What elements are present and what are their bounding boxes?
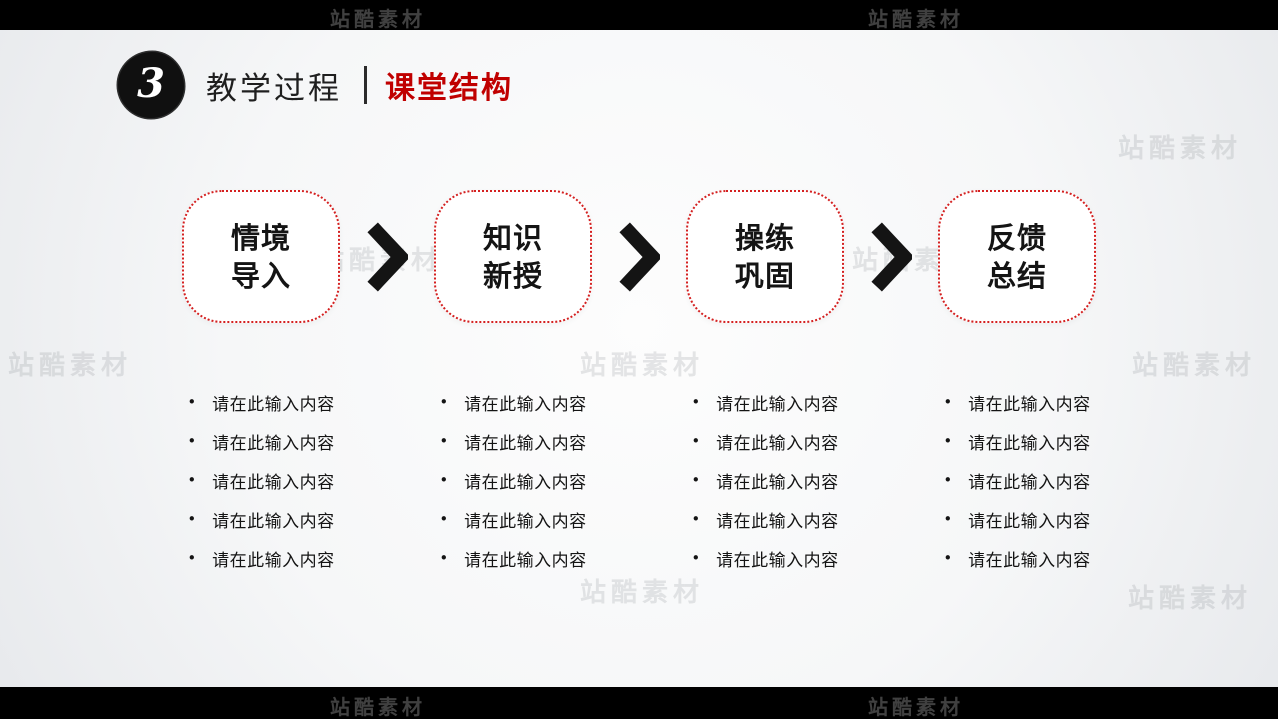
bullet-dot: • (187, 392, 197, 411)
bullet-dot: • (187, 431, 197, 450)
page-subtitle: 课堂结构 (385, 71, 513, 106)
bullet-dot: • (691, 392, 701, 411)
watermark: 站酷素材 (330, 695, 426, 719)
bullet-text: 请在此输入内容 (968, 473, 1091, 493)
list-item: • 请在此输入内容 (891, 500, 1143, 539)
list-item: • 请在此输入内容 (891, 539, 1143, 578)
bullet-text: 请在此输入内容 (464, 395, 587, 415)
bullet-dot: • (691, 548, 701, 567)
bullet-dot: • (439, 548, 449, 567)
bullet-dot: • (943, 470, 953, 489)
list-item: • 请在此输入内容 (135, 383, 387, 422)
bullet-dot: • (943, 431, 953, 450)
bullet-dot: • (439, 431, 449, 450)
list-item: • 请在此输入内容 (891, 461, 1143, 500)
bullet-dot: • (943, 548, 953, 567)
list-item: • 请在此输入内容 (639, 539, 891, 578)
bullet-text: 请在此输入内容 (968, 512, 1091, 532)
flow-step-label: 操练 (734, 220, 795, 255)
bullet-text: 请在此输入内容 (212, 395, 335, 415)
list-item: • 请在此输入内容 (639, 500, 891, 539)
flow-step-label: 导入 (230, 258, 291, 293)
bullet-column-3: • 请在此输入内容 • 请在此输入内容 • 请在此输入内容 • 请在此输入内容 … (639, 383, 891, 578)
flow-step-label: 巩固 (734, 258, 795, 293)
bullet-text: 请在此输入内容 (968, 551, 1091, 571)
bullet-text: 请在此输入内容 (464, 434, 587, 454)
flow-step-label: 知识 (482, 220, 543, 255)
slide-header: 3 教学过程 课堂结构 (118, 52, 1278, 118)
watermark: 站酷素材 (868, 7, 964, 31)
slide-content: 3 教学过程 课堂结构 情境 导入 知识 新授 (0, 30, 1278, 687)
bullet-dot: • (439, 509, 449, 528)
bullet-text: 请在此输入内容 (212, 434, 335, 454)
bullet-column-1: • 请在此输入内容 • 请在此输入内容 • 请在此输入内容 • 请在此输入内容 … (135, 383, 387, 578)
bullet-dot: • (943, 392, 953, 411)
chevron-right-icon (592, 220, 686, 294)
flow-step-4: 反馈 总结 (938, 190, 1096, 323)
flow-step-label: 情境 (230, 220, 291, 255)
list-item: • 请在此输入内容 (387, 461, 639, 500)
section-number-badge: 3 (118, 52, 184, 118)
bullet-dot: • (691, 470, 701, 489)
process-flow: 情境 导入 知识 新授 操练 巩固 (0, 190, 1278, 323)
list-item: • 请在此输入内容 (891, 383, 1143, 422)
bullet-text: 请在此输入内容 (716, 434, 839, 454)
bullet-text: 请在此输入内容 (464, 473, 587, 493)
bullet-dot: • (439, 392, 449, 411)
chevron-right-icon (844, 220, 938, 294)
bullet-dot: • (187, 509, 197, 528)
bullet-dot: • (691, 509, 701, 528)
page-title: 教学过程 (206, 70, 342, 107)
list-item: • 请在此输入内容 (639, 422, 891, 461)
watermark: 站酷素材 (868, 695, 964, 719)
flow-step-2: 知识 新授 (434, 190, 592, 323)
title-divider (364, 66, 367, 104)
section-number: 3 (137, 59, 165, 107)
chevron-right-icon (340, 220, 434, 294)
list-item: • 请在此输入内容 (135, 461, 387, 500)
flow-step-label: 新授 (482, 258, 543, 293)
bullet-text: 请在此输入内容 (464, 512, 587, 532)
bottom-letterbox-bar: 站酷素材 站酷素材 (0, 687, 1278, 719)
bullet-dot: • (439, 470, 449, 489)
watermark: 站酷素材 (330, 7, 426, 31)
list-item: • 请在此输入内容 (891, 422, 1143, 461)
bullet-text: 请在此输入内容 (968, 434, 1091, 454)
bullet-text: 请在此输入内容 (212, 512, 335, 532)
bullet-dot: • (187, 470, 197, 489)
bullet-dot: • (691, 431, 701, 450)
bullet-text: 请在此输入内容 (464, 551, 587, 571)
list-item: • 请在此输入内容 (387, 383, 639, 422)
bullet-text: 请在此输入内容 (716, 512, 839, 532)
bullet-column-2: • 请在此输入内容 • 请在此输入内容 • 请在此输入内容 • 请在此输入内容 … (387, 383, 639, 578)
list-item: • 请在此输入内容 (639, 461, 891, 500)
bullet-text: 请在此输入内容 (212, 551, 335, 571)
flow-step-label: 总结 (986, 258, 1047, 293)
list-item: • 请在此输入内容 (135, 500, 387, 539)
bullet-text: 请在此输入内容 (716, 551, 839, 571)
bullet-text: 请在此输入内容 (716, 395, 839, 415)
list-item: • 请在此输入内容 (639, 383, 891, 422)
flow-step-1: 情境 导入 (182, 190, 340, 323)
flow-step-label: 反馈 (986, 220, 1047, 255)
list-item: • 请在此输入内容 (387, 539, 639, 578)
bullet-dot: • (943, 509, 953, 528)
list-item: • 请在此输入内容 (135, 422, 387, 461)
bullet-lists: • 请在此输入内容 • 请在此输入内容 • 请在此输入内容 • 请在此输入内容 … (0, 383, 1278, 578)
list-item: • 请在此输入内容 (387, 422, 639, 461)
flow-step-3: 操练 巩固 (686, 190, 844, 323)
bullet-text: 请在此输入内容 (212, 473, 335, 493)
list-item: • 请在此输入内容 (387, 500, 639, 539)
bullet-text: 请在此输入内容 (716, 473, 839, 493)
list-item: • 请在此输入内容 (135, 539, 387, 578)
bullet-column-4: • 请在此输入内容 • 请在此输入内容 • 请在此输入内容 • 请在此输入内容 … (891, 383, 1143, 578)
top-letterbox-bar: 站酷素材 站酷素材 (0, 0, 1278, 31)
bullet-dot: • (187, 548, 197, 567)
bullet-text: 请在此输入内容 (968, 395, 1091, 415)
